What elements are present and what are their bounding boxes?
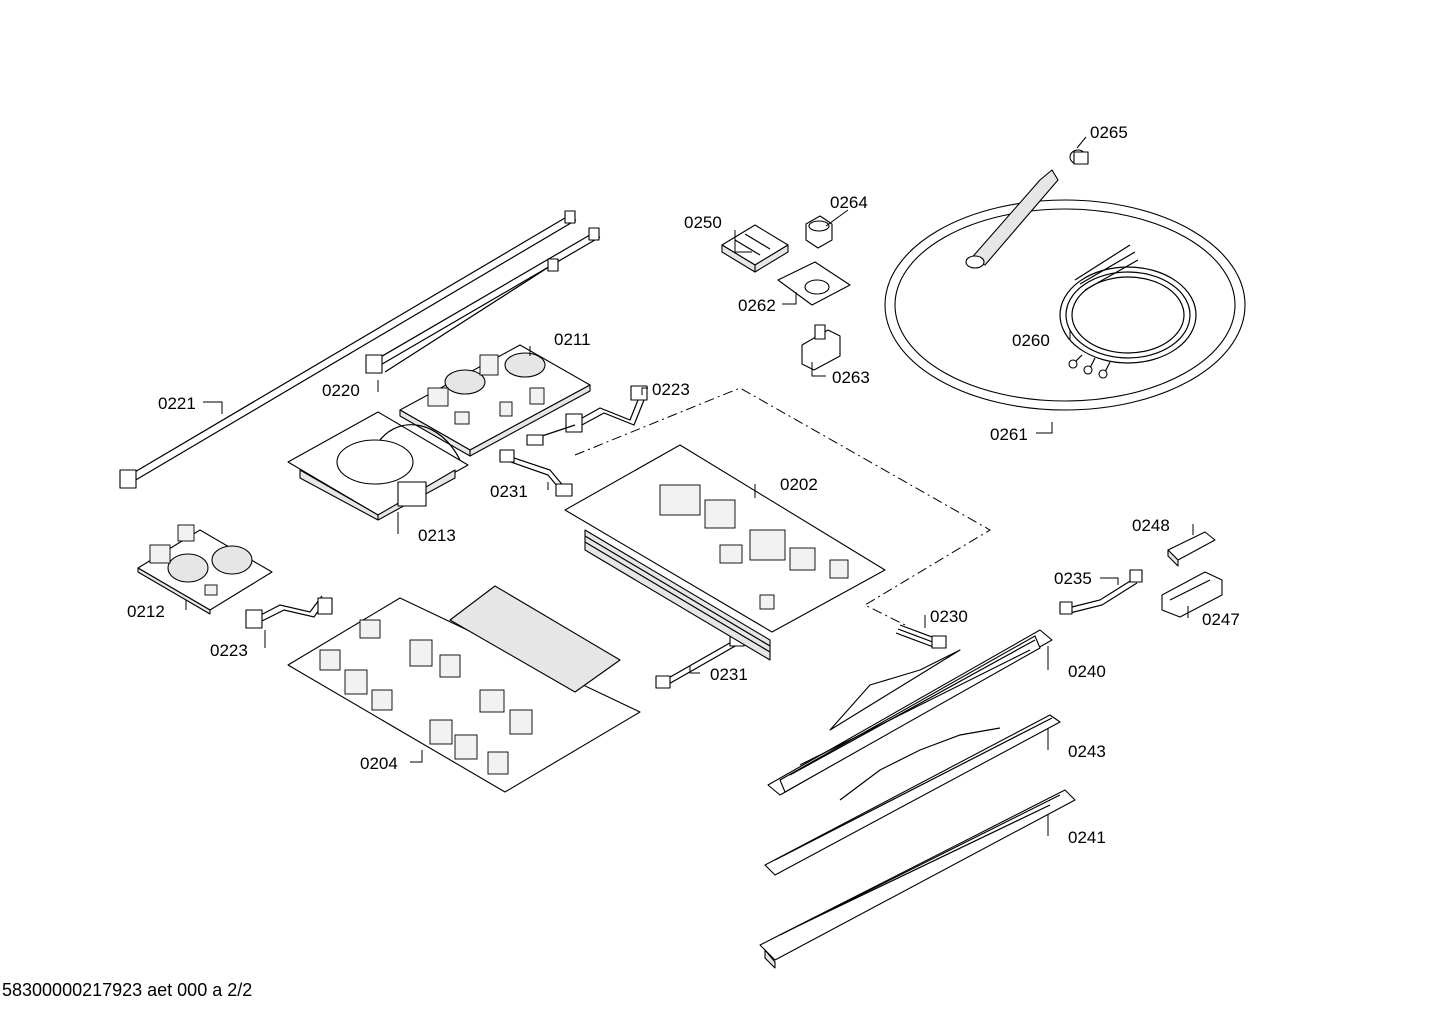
label-0260: 0260: [1012, 331, 1050, 350]
part-labels: 0265 0264 0250 0262 0263 0260 0261 0211 …: [127, 123, 1240, 847]
part-0213-induction-coil: [287, 411, 469, 521]
label-0211: 0211: [554, 330, 591, 349]
part-0204-main-board: [287, 585, 641, 793]
part-0265-end-cap: [1069, 149, 1089, 165]
part-0240-control-board: [767, 629, 1053, 796]
label-0231-upper: 0231: [490, 482, 528, 501]
label-0265: 0265: [1090, 123, 1128, 142]
part-0212-filter-board: [137, 524, 273, 615]
label-0261: 0261: [990, 425, 1028, 444]
part-0235-cable: [1059, 569, 1143, 615]
label-0221: 0221: [158, 394, 196, 413]
label-0213: 0213: [418, 526, 456, 545]
label-0262: 0262: [738, 296, 776, 315]
part-0220-cable: [365, 227, 601, 374]
part-0250-terminal-block: [721, 224, 789, 273]
part-0263-bracket: [801, 324, 841, 371]
part-0202-power-board: [564, 444, 886, 661]
part-0243-foam-layer: [764, 714, 1061, 876]
part-0231-cable-upper: [499, 424, 576, 497]
label-0240: 0240: [1068, 662, 1106, 681]
part-0230-ribbon: [895, 624, 947, 649]
label-0220: 0220: [322, 381, 360, 400]
part-0223-cable-lower: [245, 595, 333, 629]
label-0204: 0204: [360, 754, 398, 773]
part-0260-mains-cable: [1059, 244, 1197, 379]
assembly-outline: [574, 387, 991, 626]
part-0261-hose: [884, 169, 1246, 411]
label-0243: 0243: [1068, 742, 1106, 761]
leader-lines: [185, 136, 1194, 836]
part-0247-holder: [1161, 571, 1223, 618]
label-0264: 0264: [830, 193, 868, 212]
label-0248: 0248: [1132, 516, 1170, 535]
label-0212: 0212: [127, 602, 165, 621]
part-0248-small-board: [1167, 531, 1216, 567]
label-0223-upper: 0223: [652, 380, 690, 399]
label-0223-lower: 0223: [210, 641, 248, 660]
document-id: 58300000217923 aet 000 a 2/2: [2, 980, 253, 1000]
label-0230: 0230: [930, 607, 968, 626]
label-0231-lower: 0231: [710, 665, 748, 684]
part-0262-cable-clamp: [777, 261, 851, 306]
label-0263: 0263: [832, 368, 870, 387]
part-0211-filter-board: [399, 344, 591, 457]
label-0241: 0241: [1068, 828, 1106, 847]
label-0247: 0247: [1202, 610, 1240, 629]
label-0250: 0250: [684, 213, 722, 232]
part-0223-cable-upper: [565, 385, 648, 433]
part-0221-cable: [119, 210, 577, 489]
part-0241-housing: [759, 789, 1076, 969]
label-0202: 0202: [780, 475, 818, 494]
part-0264-clip: [805, 215, 833, 249]
label-0235: 0235: [1054, 569, 1092, 588]
